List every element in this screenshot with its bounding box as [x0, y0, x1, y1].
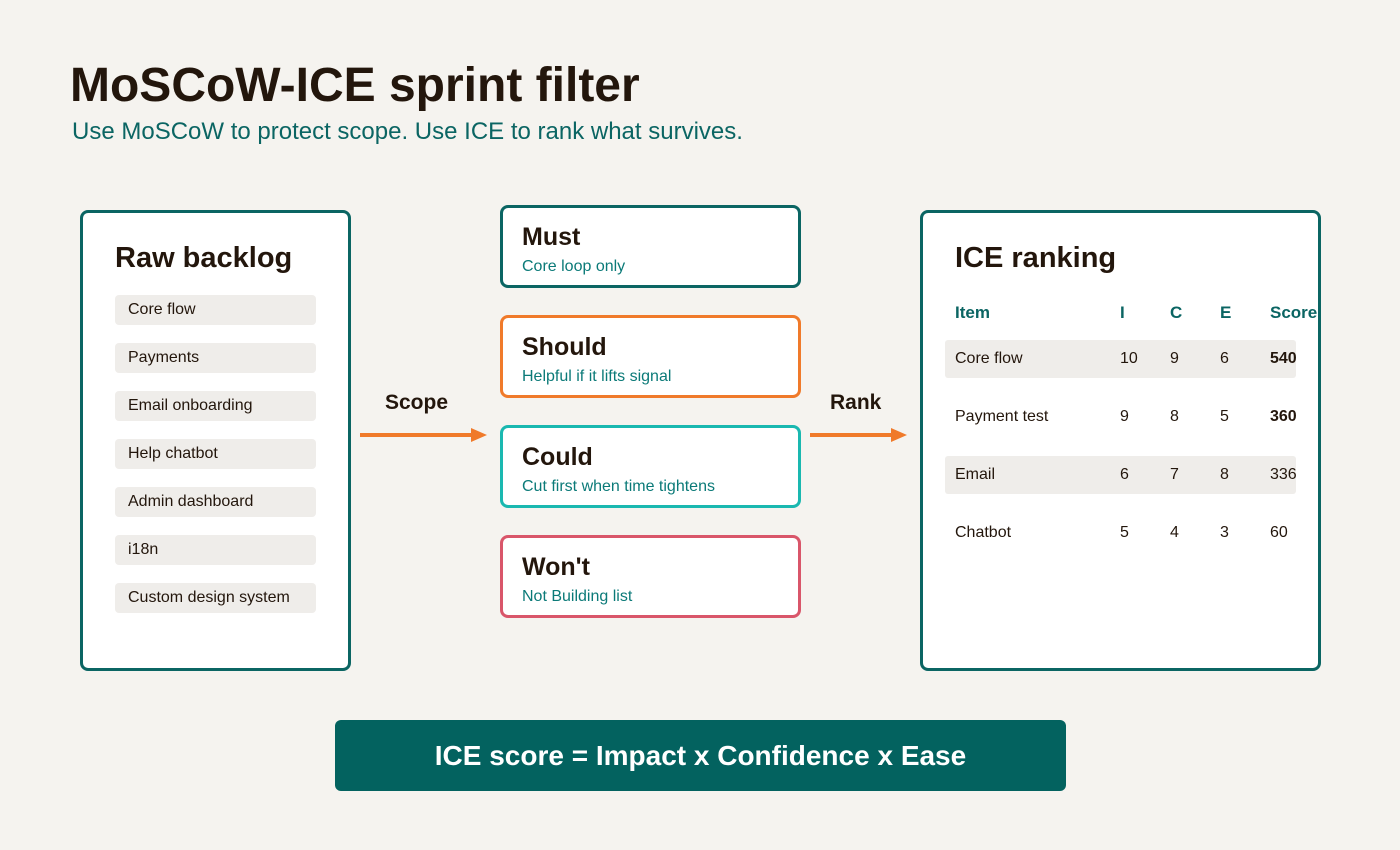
backlog-item: Payments — [115, 343, 316, 373]
cell-score: 540 — [1270, 350, 1297, 367]
cell-ease: 5 — [1220, 408, 1229, 425]
column-header-score: Score — [1270, 303, 1318, 322]
cell-score: 60 — [1270, 524, 1288, 541]
cell-confidence: 4 — [1170, 524, 1179, 541]
backlog-item: Help chatbot — [115, 439, 316, 469]
bucket-could: Could Cut first when time tightens — [500, 425, 801, 508]
page-title: MoSCoW-ICE sprint filter — [70, 59, 640, 112]
column-header-item: Item — [955, 303, 990, 322]
backlog-item: Admin dashboard — [115, 487, 316, 517]
bucket-name: Must — [522, 223, 581, 251]
cell-impact: 6 — [1120, 466, 1129, 483]
bucket-description: Helpful if it lifts signal — [522, 368, 672, 385]
cell-impact: 5 — [1120, 524, 1129, 541]
raw-backlog-title: Raw backlog — [115, 242, 293, 274]
cell-ease: 8 — [1220, 466, 1229, 483]
ice-ranking-title: ICE ranking — [955, 242, 1117, 274]
bucket-wont: Won't Not Building list — [500, 535, 801, 618]
bucket-name: Could — [522, 443, 593, 471]
page-subtitle: Use MoSCoW to protect scope. Use ICE to … — [72, 118, 743, 145]
bucket-should: Should Helpful if it lifts signal — [500, 315, 801, 398]
bucket-name: Should — [522, 333, 607, 361]
cell-ease: 3 — [1220, 524, 1229, 541]
column-header-ease: E — [1220, 303, 1232, 322]
ice-formula-banner: ICE score = Impact x Confidence x Ease — [335, 720, 1066, 791]
bucket-description: Cut first when time tightens — [522, 478, 715, 495]
backlog-item: Core flow — [115, 295, 316, 325]
cell-impact: 10 — [1120, 350, 1138, 367]
backlog-item: i18n — [115, 535, 316, 565]
cell-score: 336 — [1270, 466, 1297, 483]
cell-item: Core flow — [955, 350, 1023, 367]
scope-label: Scope — [385, 391, 449, 414]
bucket-description: Not Building list — [522, 588, 633, 605]
cell-ease: 6 — [1220, 350, 1229, 367]
bucket-description: Core loop only — [522, 258, 626, 275]
table-row-background — [945, 456, 1296, 494]
ice-ranking-panel: ICE ranking Item I C E Score Core flow 1… — [920, 210, 1321, 671]
cell-score: 360 — [1270, 408, 1297, 425]
bucket-must: Must Core loop only — [500, 205, 801, 288]
cell-confidence: 8 — [1170, 408, 1179, 425]
cell-item: Email — [955, 466, 996, 483]
scope-arrow — [360, 428, 487, 442]
raw-backlog-panel: Raw backlog Core flow Payments Email onb… — [80, 210, 351, 671]
rank-arrow — [810, 428, 907, 442]
cell-confidence: 9 — [1170, 350, 1179, 367]
column-header-impact: I — [1120, 303, 1125, 322]
cell-confidence: 7 — [1170, 466, 1179, 483]
table-row-background — [945, 340, 1296, 378]
cell-item: Chatbot — [955, 524, 1012, 541]
column-header-confidence: C — [1170, 303, 1183, 322]
cell-item: Payment test — [955, 408, 1049, 425]
backlog-item: Email onboarding — [115, 391, 316, 421]
cell-impact: 9 — [1120, 408, 1129, 425]
bucket-name: Won't — [522, 553, 590, 581]
rank-label: Rank — [830, 391, 882, 414]
backlog-item: Custom design system — [115, 583, 316, 613]
